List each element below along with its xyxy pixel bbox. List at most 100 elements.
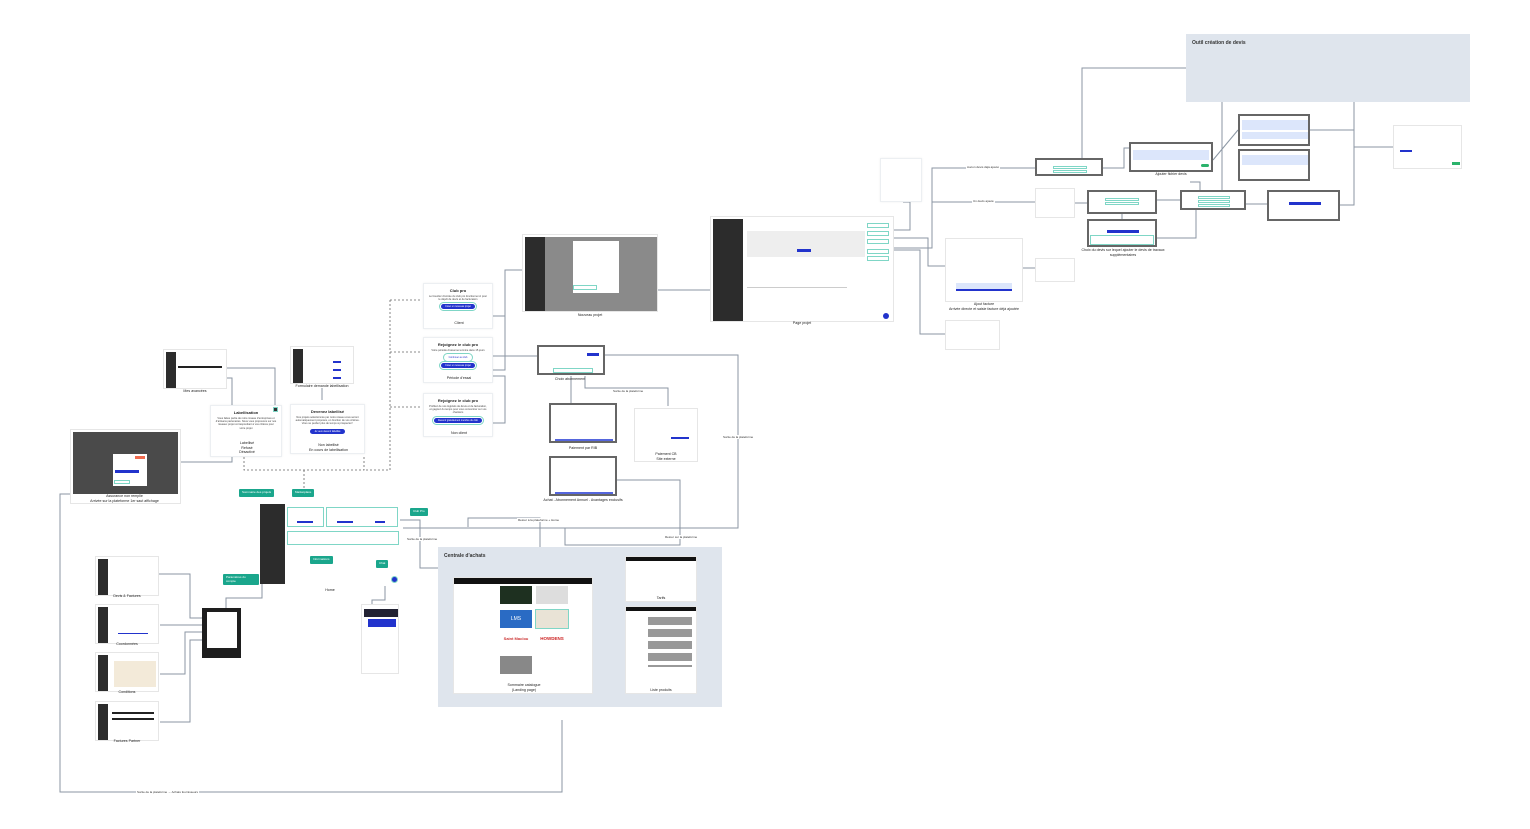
connector-line	[371, 586, 386, 604]
page-projet-screen[interactable]	[710, 216, 894, 322]
continue-button[interactable]: Continuer au club	[442, 353, 474, 363]
chat-icon[interactable]	[391, 576, 398, 583]
card-title: Labellisation	[233, 410, 259, 415]
caption: Formulaire demande labellisation	[295, 384, 349, 388]
card-text: Le bouclier d'entrée du club pro fonctio…	[428, 295, 488, 302]
caption: Client	[454, 321, 464, 325]
connector-line	[159, 573, 202, 619]
club-pro-nonclient-card: Rejoignez le club pro Profitez de nos lo…	[423, 393, 493, 437]
region-title: Centrale d'achats	[444, 553, 486, 559]
caption: Choix abonnement	[554, 377, 586, 381]
devenez-labellise-card: Devenez labellisé Nos projets sélectionn…	[290, 404, 365, 454]
nouveau-devis-modal[interactable]	[1035, 158, 1103, 176]
connector-line	[892, 249, 945, 335]
connector-line	[892, 237, 945, 267]
caption: Nouveau projet	[577, 313, 603, 317]
caption: Ajout facture Arrivée directe et saisie …	[949, 302, 1019, 311]
brand-saint-maclou: Saint Maclou	[503, 636, 529, 641]
tag-parametres: Paramètres du compte	[223, 574, 259, 586]
formulaire-labellisation-screen[interactable]	[290, 346, 354, 384]
factures-screen[interactable]	[95, 701, 159, 741]
edge-label: Sortie de la plateforme → Achats fournis…	[136, 790, 200, 794]
card-title: Club pro	[449, 288, 467, 293]
connector-line	[1212, 129, 1239, 161]
fichier-upload-modal[interactable]	[1238, 114, 1310, 146]
fichier-upload-modal-2[interactable]	[1238, 149, 1310, 181]
connector-line	[1190, 181, 1201, 190]
liste-produits-screen[interactable]	[625, 606, 697, 694]
join-club-button[interactable]: Devenir gratuitement membre du club	[432, 415, 484, 425]
card-text: Vous faites partie de notre réseau d'ent…	[215, 417, 277, 430]
new-project-button[interactable]: Créer un nouveau projet	[439, 361, 477, 371]
connector-line	[467, 517, 541, 540]
connector-line	[892, 201, 911, 231]
card-text: Votre période d'essai se termine dans 15…	[431, 349, 485, 352]
card-text: Profitez de nos logiciels de devis et de…	[429, 405, 487, 415]
edge-label: Sortie de la plateforme	[722, 435, 755, 439]
devis-list-screen[interactable]	[1035, 188, 1075, 218]
tag-chat: Chat	[376, 560, 389, 568]
club-pro-trial-card: Rejoignez le club pro Votre période d'es…	[423, 337, 493, 383]
home-sidebar[interactable]	[260, 504, 285, 584]
informations-projet-card[interactable]	[880, 158, 922, 202]
home-info-panel[interactable]	[287, 531, 399, 545]
nouveau-projet-screen[interactable]	[522, 234, 658, 312]
devis-options-modal[interactable]	[1180, 190, 1246, 210]
become-labelled-button[interactable]: Je veux devenir labellisé	[310, 428, 345, 434]
factures-list-screen[interactable]	[1035, 258, 1075, 282]
paiement-rib-modal[interactable]	[549, 403, 617, 443]
connector-line	[584, 376, 669, 406]
new-project-button[interactable]: Créer un nouveau projet	[439, 302, 477, 312]
connector-line	[403, 354, 739, 529]
edge-label: Aucun devis déjà ajouté	[966, 165, 1000, 169]
caption: Paiement par RIB	[568, 446, 598, 450]
caption: Page projet	[792, 321, 812, 325]
devis-choice-modal[interactable]	[1087, 190, 1157, 214]
account-menu[interactable]	[202, 608, 241, 658]
caption: Ajouter fichier devis	[1155, 172, 1187, 176]
labellisation-card: Labellisation Vous faites partie de notr…	[210, 405, 282, 457]
sommaire-catalogue-screen[interactable]: LMS Saint Maclou HOWDENS Sommaire catalo…	[453, 577, 593, 694]
home-club-panel[interactable]	[326, 507, 398, 527]
tarifs-screen[interactable]	[625, 556, 697, 602]
edge-label: Sortie de la plateforme	[612, 389, 645, 393]
assurance-screen[interactable]: Assurance non remplie Arrivée sur la pla…	[70, 429, 181, 504]
dashed-connector	[243, 457, 365, 471]
caption: Non client	[451, 431, 467, 435]
caption: Achat - Abonnement Annuel - Avantages ex…	[543, 498, 623, 502]
node-handle-icon	[273, 407, 278, 412]
connector-line	[227, 367, 276, 405]
choix-abonnement-modal[interactable]	[537, 345, 605, 375]
avancees-screen[interactable]	[163, 349, 227, 389]
conditions-screen[interactable]	[95, 652, 159, 692]
achat-abonnement-modal[interactable]	[549, 456, 617, 496]
paiement-cb-screen[interactable]	[634, 408, 698, 462]
connector-line	[400, 519, 453, 569]
ajouter-fichier-devis-modal[interactable]	[1129, 142, 1213, 172]
connector-line	[493, 269, 522, 317]
status-list: Non labellisé En cours de labellisation	[309, 443, 348, 452]
home-labellise-panel[interactable]	[287, 507, 324, 527]
caption: Home	[325, 588, 335, 592]
club-pro-client-card: Club pro Le bouclier d'entrée du club pr…	[423, 283, 493, 329]
connector-line	[1310, 129, 1393, 148]
devis-select-modal[interactable]	[1087, 219, 1157, 247]
caption: Paiement CB Site externe	[655, 452, 677, 461]
caption: Mes avancées	[183, 389, 207, 393]
devis-factures-screen[interactable]	[95, 556, 159, 596]
dashed-connector	[364, 300, 391, 471]
ajout-facture-screen[interactable]	[945, 238, 1023, 302]
caption: Sommaire catalogue (Landing page)	[507, 683, 541, 692]
edge-label: Un devis ajouté	[972, 199, 995, 203]
informations-devis-screen[interactable]	[1393, 125, 1462, 169]
edge-label: Retour à la plateforme + Home	[517, 518, 561, 522]
devis-detail-modal[interactable]	[1267, 190, 1340, 221]
chat-mobile-screen[interactable]	[361, 604, 399, 674]
brand-howdens: HOWDENS	[540, 636, 564, 641]
notes-screen[interactable]	[945, 320, 1000, 350]
devis-tool-region: Outil création de devis	[1186, 34, 1470, 102]
connector-line	[493, 375, 506, 424]
card-title: Rejoignez le club pro	[437, 342, 479, 347]
coordonnees-screen[interactable]	[95, 604, 159, 644]
connector-line	[1081, 67, 1186, 158]
